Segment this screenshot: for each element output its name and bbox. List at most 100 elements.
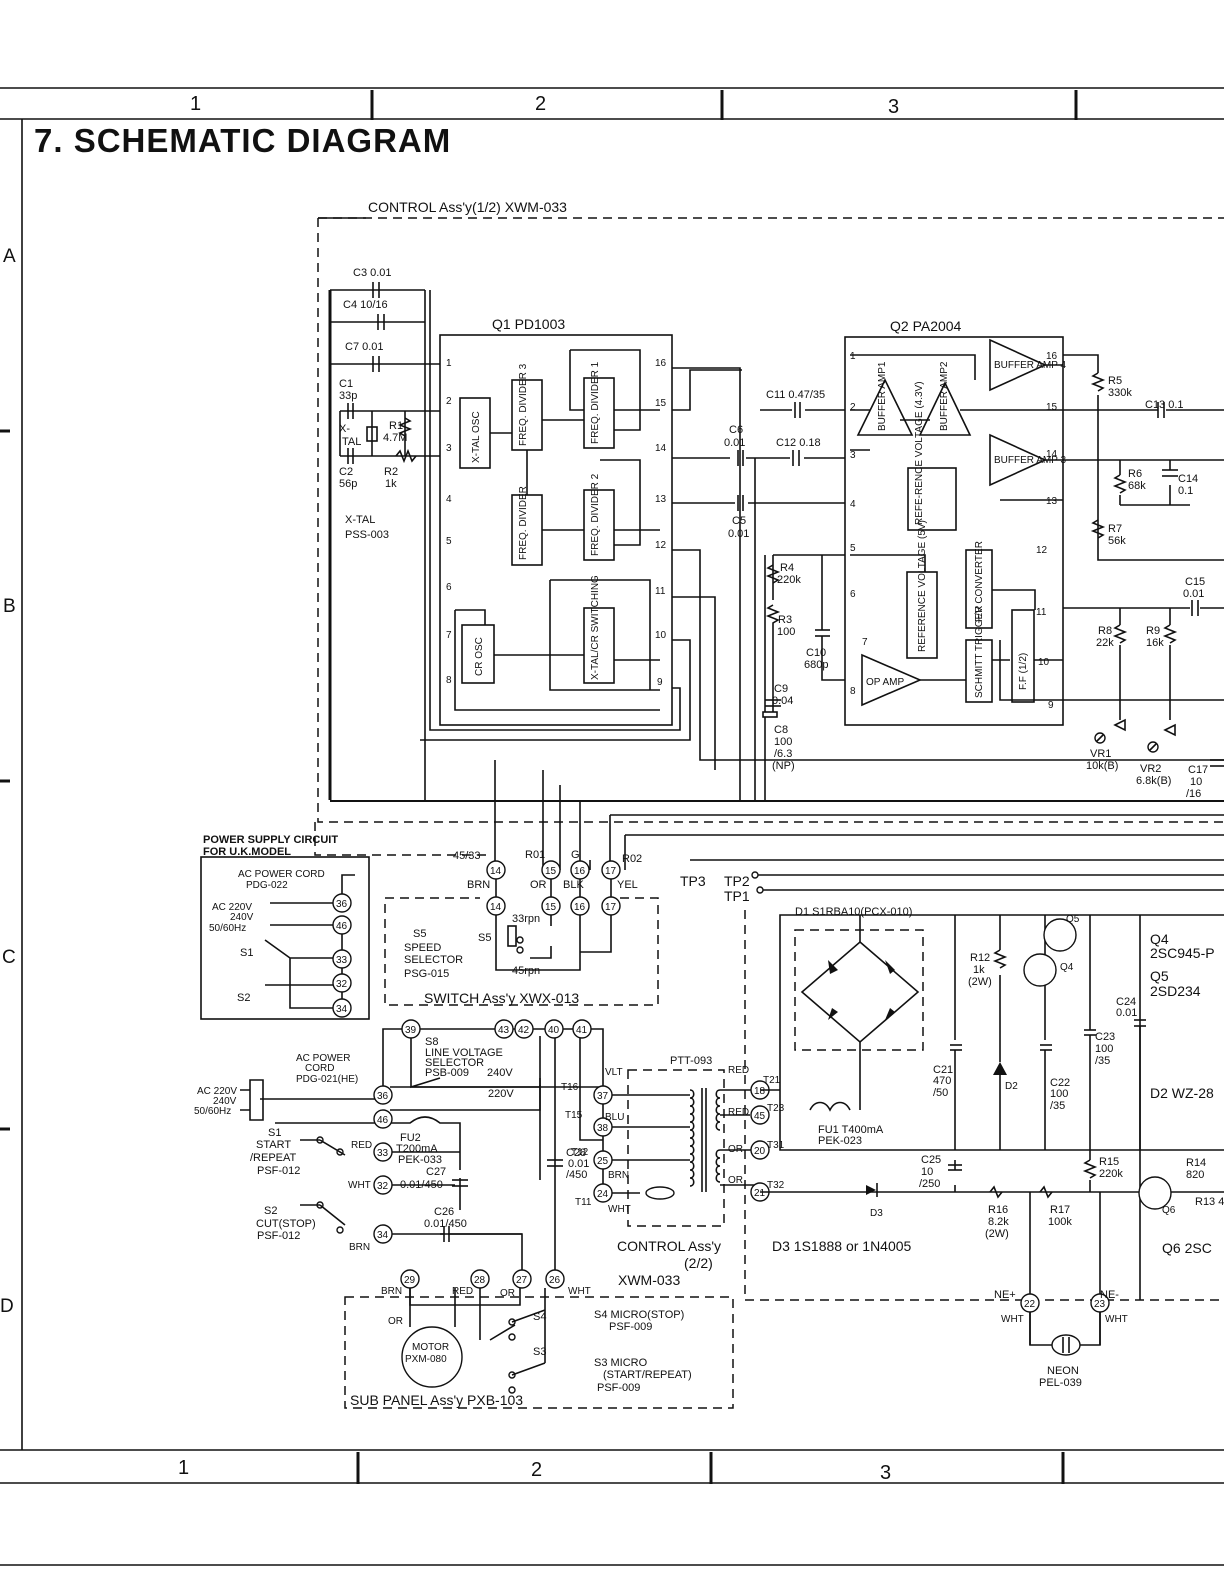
- uk-ac-240: 240V: [230, 912, 254, 923]
- ac-hz: 50/60Hz: [194, 1106, 231, 1117]
- column-label-2-bottom: 2: [531, 1459, 542, 1481]
- q1-pin-numbers: 1 2 3 4 5 6 7 8 16 15 14 13 12 11 10 9: [446, 358, 667, 688]
- wire-wht-1: WHT: [348, 1180, 371, 1191]
- svg-text:10: 10: [1038, 657, 1050, 668]
- c12-label: C12 0.18: [776, 437, 821, 449]
- ac-240: 240V: [213, 1096, 237, 1107]
- svg-text:13: 13: [655, 494, 667, 505]
- q2-output-network: [1063, 354, 1224, 767]
- s8-label: S8: [425, 1036, 438, 1048]
- uk-ac-220: AC 220V: [212, 902, 252, 913]
- d2-label: D2: [1005, 1081, 1018, 1092]
- r9-label: R9: [1146, 625, 1160, 637]
- wire-t15: T15: [565, 1110, 583, 1121]
- ac-220: AC 220V: [197, 1086, 237, 1097]
- q2-buffer-amp3: BUFFER AMP 3: [994, 455, 1066, 466]
- c15-label: C15: [1185, 576, 1205, 588]
- svg-text:26: 26: [549, 1275, 561, 1286]
- svg-text:18: 18: [754, 1086, 766, 1097]
- svg-text:6: 6: [850, 589, 856, 600]
- c22-value: 100: [1050, 1088, 1068, 1100]
- speed-selector-switch: [495, 915, 612, 971]
- q6-transistor-label: Q6: [1162, 1205, 1176, 1216]
- svg-text:15: 15: [655, 398, 667, 409]
- rpm-45: 45rpn: [512, 965, 540, 977]
- wire-blk: BLK: [563, 879, 584, 891]
- s1-part: PSF-012: [257, 1165, 300, 1177]
- r8-value: 22k: [1096, 637, 1114, 649]
- wire-t21: T21: [763, 1075, 781, 1086]
- q1-freq-divider-1: FREQ. DIVIDER 1: [590, 361, 601, 444]
- wire-vlt: VLT: [605, 1067, 623, 1078]
- svg-text:1: 1: [446, 358, 452, 369]
- power-transformer: [612, 1088, 758, 1200]
- svg-text:15: 15: [545, 902, 557, 913]
- column-label-3-bottom: 3: [880, 1462, 891, 1484]
- q2-buffer-amp1: BUFFER AMP1: [877, 361, 888, 431]
- c28-voltage: /450: [566, 1169, 587, 1181]
- svg-text:11: 11: [1036, 607, 1047, 618]
- wire-red-4: RED: [728, 1107, 749, 1118]
- control-connector-row: 14 15 16 17 14 15 16 17: [486, 860, 621, 916]
- svg-text:32: 32: [336, 979, 348, 990]
- svg-text:16: 16: [574, 866, 586, 877]
- transformer-part: PTT-093: [670, 1055, 712, 1067]
- ne-wht-2: WHT: [1105, 1314, 1128, 1325]
- control-2-outline: [744, 910, 1224, 1301]
- c1-value: 33p: [339, 390, 357, 402]
- svg-text:34: 34: [377, 1230, 389, 1241]
- c22-label: C22: [1050, 1077, 1070, 1089]
- s2-cut: CUT(STOP): [256, 1218, 316, 1230]
- r16-power: (2W): [985, 1228, 1009, 1240]
- regulator-section: [760, 915, 1224, 1345]
- c24-value: 0.01: [1116, 1007, 1137, 1019]
- svg-text:21: 21: [754, 1188, 766, 1199]
- r5-value: 330k: [1108, 387, 1132, 399]
- column-label-1-bottom: 1: [178, 1457, 189, 1479]
- c24-label: C24: [1116, 996, 1136, 1008]
- c23-label: C23: [1095, 1031, 1115, 1043]
- r2-label: R2: [384, 466, 398, 478]
- wire-or-5: OR: [388, 1316, 403, 1327]
- motor-label: MOTOR: [412, 1342, 449, 1353]
- svg-text:40: 40: [548, 1025, 560, 1036]
- ac-cord-2-b: CORD: [305, 1063, 334, 1074]
- ac-cord-2-a: AC POWER: [296, 1053, 350, 1064]
- uk-psu-title-b: FOR U.K.MODEL: [203, 846, 291, 858]
- svg-text:6: 6: [446, 582, 452, 593]
- c14-label: C14: [1178, 473, 1198, 485]
- c27-label: C27: [426, 1166, 446, 1178]
- q1-xtal-cr-switching: X-TAL/CR SWITCHING: [590, 575, 601, 680]
- svg-text:39: 39: [405, 1025, 417, 1036]
- fu1-label: FU1 T400mA: [818, 1124, 884, 1136]
- svg-text:16: 16: [1046, 351, 1058, 362]
- transformer-outline: [627, 1069, 725, 1227]
- svg-text:5: 5: [850, 543, 856, 554]
- svg-text:10: 10: [655, 630, 667, 641]
- s5-speed: SPEED: [404, 942, 441, 954]
- c17-value: 10: [1190, 776, 1202, 788]
- q1-freq-divider-3: FREQ. DIVIDER 3: [518, 363, 529, 446]
- row-label-a: A: [3, 246, 16, 267]
- svg-text:2: 2: [446, 396, 452, 407]
- q2-op-amp: OP AMP: [866, 677, 904, 688]
- uk-psu-title-a: POWER SUPPLY CIRCUIT: [203, 834, 338, 846]
- c21-label: C21: [933, 1064, 953, 1076]
- page-title: 7. SCHEMATIC DIAGRAM: [34, 122, 451, 159]
- wire-brn-1: BRN: [349, 1242, 370, 1253]
- svg-text:3: 3: [850, 450, 856, 461]
- s4-label: S4: [533, 1311, 546, 1323]
- sheet-frame: [0, 87, 1224, 1566]
- xtal-label-b: TAL: [342, 436, 361, 448]
- s1-start: START: [256, 1139, 291, 1151]
- c2-label: C2: [339, 466, 353, 478]
- q4-transistor-label: Q4: [1060, 962, 1074, 973]
- c21-voltage: /50: [933, 1087, 948, 1099]
- vr2-label: VR2: [1140, 763, 1161, 775]
- wire-t16: T16: [561, 1082, 579, 1093]
- q1-cr-osc: CR OSC: [474, 637, 485, 676]
- wire-r02: R02: [622, 853, 642, 865]
- wire-wht-3: WHT: [568, 1286, 591, 1297]
- q4-desc-part: 2SC945-P: [1150, 945, 1215, 961]
- svg-text:27: 27: [516, 1275, 528, 1286]
